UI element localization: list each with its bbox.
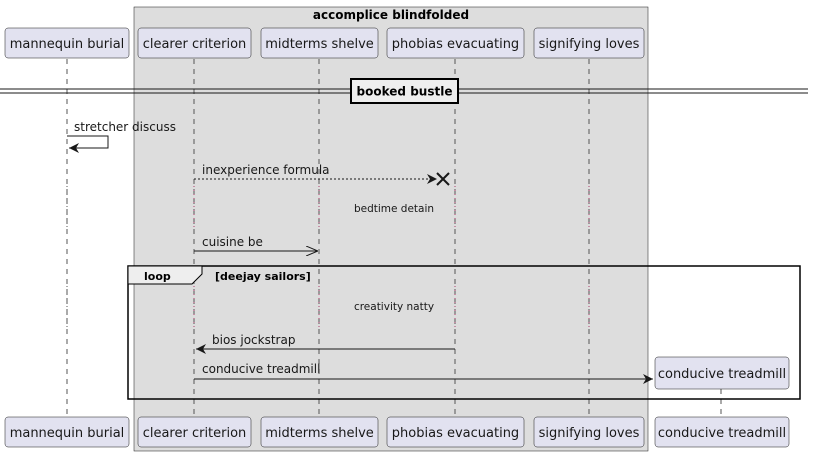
message-cuisine-be: cuisine be xyxy=(194,235,318,251)
loop-condition: [deejay sailors] xyxy=(215,270,311,283)
delay-gap-1 xyxy=(66,186,590,230)
participant-label: phobias evacuating xyxy=(392,426,519,441)
participant-head-mannequin-bottom[interactable]: mannequin burial xyxy=(4,416,130,448)
participant-label: midterms shelve xyxy=(265,426,374,441)
participant-head-signifying-bottom[interactable]: signifying loves xyxy=(533,416,645,448)
participant-label: conducive treadmill xyxy=(658,367,786,382)
message-bios-jockstrap: bios jockstrap xyxy=(196,333,455,354)
participant-label: mannequin burial xyxy=(10,37,125,52)
divider-booked-bustle: booked bustle xyxy=(0,78,808,104)
participant-head-signifying-top[interactable]: signifying loves xyxy=(533,27,645,59)
participant-label: clearer criterion xyxy=(143,37,247,52)
participant-label: conducive treadmill xyxy=(658,426,786,441)
participant-head-midterms-top[interactable]: midterms shelve xyxy=(260,27,379,59)
message-inexperience-formula: inexperience formula xyxy=(194,163,450,186)
participant-head-phobias-bottom[interactable]: phobias evacuating xyxy=(386,416,525,448)
message-label: cuisine be xyxy=(202,235,263,249)
participant-label: midterms shelve xyxy=(265,37,374,52)
participant-label: mannequin burial xyxy=(10,426,125,441)
delay-label: creativity natty xyxy=(354,301,434,313)
delay-gap-2 xyxy=(66,286,590,330)
delay-label: bedtime detain xyxy=(354,203,434,215)
lifelines xyxy=(66,59,722,416)
participant-label: signifying loves xyxy=(539,37,640,52)
message-self-stretcher-discuss: stretcher discuss xyxy=(67,120,176,153)
participant-head-midterms-bottom[interactable]: midterms shelve xyxy=(260,416,379,448)
participant-head-clearer-bottom[interactable]: clearer criterion xyxy=(137,416,252,448)
divider-label: booked bustle xyxy=(357,85,453,99)
destroy-x-icon xyxy=(436,172,450,186)
participant-group-box xyxy=(133,6,649,452)
loop-frame: loop [deejay sailors] xyxy=(127,265,801,400)
message-label: bios jockstrap xyxy=(212,333,295,347)
message-label: inexperience formula xyxy=(202,163,330,177)
group-title: accomplice blindfolded xyxy=(313,8,469,22)
participant-head-conducive-created[interactable]: conducive treadmill xyxy=(654,356,790,390)
participant-head-phobias-top[interactable]: phobias evacuating xyxy=(386,27,525,59)
participant-head-mannequin-top[interactable]: mannequin burial xyxy=(4,27,130,59)
participant-label: signifying loves xyxy=(539,426,640,441)
loop-keyword: loop xyxy=(144,270,171,283)
participant-head-clearer-top[interactable]: clearer criterion xyxy=(137,27,252,59)
participant-label: clearer criterion xyxy=(143,426,247,441)
participant-head-conducive-bottom[interactable]: conducive treadmill xyxy=(654,416,790,448)
message-conducive-treadmill: conducive treadmill xyxy=(194,362,653,384)
message-label: conducive treadmill xyxy=(202,362,320,376)
participant-label: phobias evacuating xyxy=(392,37,519,52)
message-label: stretcher discuss xyxy=(74,120,176,134)
